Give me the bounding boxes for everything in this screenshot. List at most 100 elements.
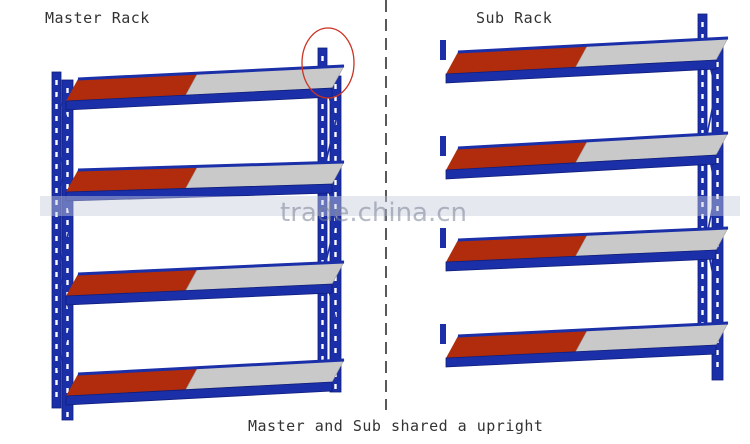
- master-right-back-upright-hole: [321, 140, 324, 145]
- sub-rack: [440, 13, 729, 381]
- master-left-back-upright-hole: [55, 92, 58, 97]
- master-left-front-upright-hole: [66, 376, 69, 381]
- sub-shelf-2-back-beam: [457, 131, 729, 150]
- master-left-front-upright-hole: [66, 412, 69, 417]
- sub-right-front-upright-hole: [716, 86, 719, 91]
- master-shelf-4-front-beam: [65, 381, 333, 406]
- sub-shelf-4-front-beam: [445, 344, 717, 368]
- sub-shelf-4-connector: [440, 324, 446, 344]
- master-left-back-upright-hole: [55, 248, 58, 253]
- sub-right-back-upright-hole: [701, 106, 704, 111]
- master-left-front-upright-hole: [66, 208, 69, 213]
- master-left-front-upright-hole: [66, 268, 69, 273]
- master-shelf-1-back-beam: [77, 64, 345, 81]
- master-shelf-3-front-beam: [65, 283, 333, 306]
- sub-shelf-3-red-panel: [446, 234, 588, 262]
- master-left-back-upright-hole: [55, 308, 58, 313]
- master-left-back-upright-hole: [55, 380, 58, 385]
- master-right-front-upright-hole: [334, 252, 337, 257]
- sub-right-front-upright-hole: [716, 278, 719, 283]
- sub-shelf-1-front-beam: [445, 59, 717, 84]
- master-left-back-upright-hole: [55, 212, 58, 217]
- sub-shelf-1-back-beam: [457, 36, 729, 54]
- master-left-back-upright-hole: [55, 236, 58, 241]
- master-right-back-upright-hole: [321, 224, 324, 229]
- sub-shelf-3-connector: [440, 228, 446, 248]
- sub-right-front-upright-hole: [716, 206, 719, 211]
- sub-right-back-upright-hole: [701, 118, 704, 123]
- master-left-front-upright-hole: [66, 280, 69, 285]
- sub-right-back-upright-hole: [701, 190, 704, 195]
- sub-right-front-upright-hole: [716, 314, 719, 319]
- master-shelf-4-back-beam: [77, 358, 345, 376]
- sub-right-back-upright-hole: [701, 262, 704, 267]
- master-right-back-upright-hole: [321, 56, 324, 61]
- sub-right-front-upright-hole: [716, 302, 719, 307]
- sub-right-front-upright-hole: [716, 110, 719, 115]
- master-right-front-upright-hole: [334, 276, 337, 281]
- master-left-back-upright-hole: [55, 188, 58, 193]
- sub-right-back-upright-hole: [701, 166, 704, 171]
- sub-right-front-upright-hole: [716, 350, 719, 355]
- sub-right-front-upright-hole: [716, 158, 719, 163]
- master-left-front-upright-hole: [66, 148, 69, 153]
- master-left-front-upright-hole: [66, 340, 69, 345]
- master-rack: [51, 47, 345, 421]
- master-rack-label: Master Rack: [45, 9, 150, 27]
- sub-right-back-upright-hole: [701, 82, 704, 87]
- master-right-back-upright-hole: [321, 236, 324, 241]
- master-shelf-1-red-panel: [66, 73, 198, 101]
- caption-text: Master and Sub shared a upright: [248, 417, 544, 435]
- shared-upright-highlight-circle: [301, 27, 355, 99]
- master-left-front-upright: [61, 79, 74, 421]
- master-left-back-upright-hole: [55, 284, 58, 289]
- sub-shelf-3-front-beam: [445, 249, 717, 272]
- master-left-back-upright-hole: [55, 164, 58, 169]
- master-right-back-upright-hole: [321, 356, 324, 361]
- master-left-back-upright-hole: [55, 116, 58, 121]
- sub-right-front-upright-hole: [716, 362, 719, 367]
- master-right-front-upright-hole: [334, 384, 337, 389]
- master-left-back-upright-hole: [55, 296, 58, 301]
- master-left-back-upright-hole: [55, 260, 58, 265]
- master-left-back-upright-hole: [55, 224, 58, 229]
- sub-right-front-upright-hole: [716, 218, 719, 223]
- master-right-back-upright-hole: [321, 116, 324, 121]
- master-left-back-upright-hole: [55, 152, 58, 157]
- master-shelf-3-red-panel: [66, 268, 198, 296]
- sub-right-back-upright-hole: [701, 202, 704, 207]
- master-left-front-upright-hole: [66, 160, 69, 165]
- master-left-back-upright-hole: [55, 104, 58, 109]
- sub-rack-label: Sub Rack: [476, 9, 553, 27]
- master-left-back-upright-hole: [55, 356, 58, 361]
- master-right-front-upright-hole: [334, 180, 337, 185]
- master-right-front-upright-hole: [334, 324, 337, 329]
- master-right-front-upright-hole: [334, 336, 337, 341]
- master-right-back-upright-hole: [321, 152, 324, 157]
- sub-shelf-2-connector: [440, 136, 446, 156]
- sub-right-front-upright-hole: [716, 62, 719, 67]
- master-left-back-upright-hole: [55, 200, 58, 205]
- master-left-back-upright-hole: [55, 368, 58, 373]
- master-right-front-upright-hole: [334, 108, 337, 113]
- master-right-front-upright-hole: [334, 132, 337, 137]
- master-left-front-upright-hole: [66, 388, 69, 393]
- sub-right-back-upright-hole: [701, 70, 704, 75]
- master-left-front-upright-hole: [66, 172, 69, 177]
- master-right-front-upright-hole: [334, 240, 337, 245]
- master-left-back-upright-hole: [55, 344, 58, 349]
- master-left-back-upright-hole: [55, 332, 58, 337]
- master-left-back-upright-hole: [55, 80, 58, 85]
- master-right-back-upright-hole: [321, 104, 324, 109]
- sub-shelf-1-red-panel: [446, 45, 588, 74]
- sub-shelf-4-red-panel: [446, 329, 588, 358]
- master-left-front-upright-hole: [66, 316, 69, 321]
- master-right-front-upright-hole: [334, 204, 337, 209]
- watermark-band: [40, 196, 740, 216]
- sub-right-front-upright-hole: [716, 194, 719, 199]
- master-right-front-upright-hole: [334, 144, 337, 149]
- sub-right-back-upright-hole: [701, 178, 704, 183]
- master-left-back-upright-hole: [55, 272, 58, 277]
- master-right-front-upright-hole: [334, 348, 337, 353]
- master-left-back-upright-hole: [55, 140, 58, 145]
